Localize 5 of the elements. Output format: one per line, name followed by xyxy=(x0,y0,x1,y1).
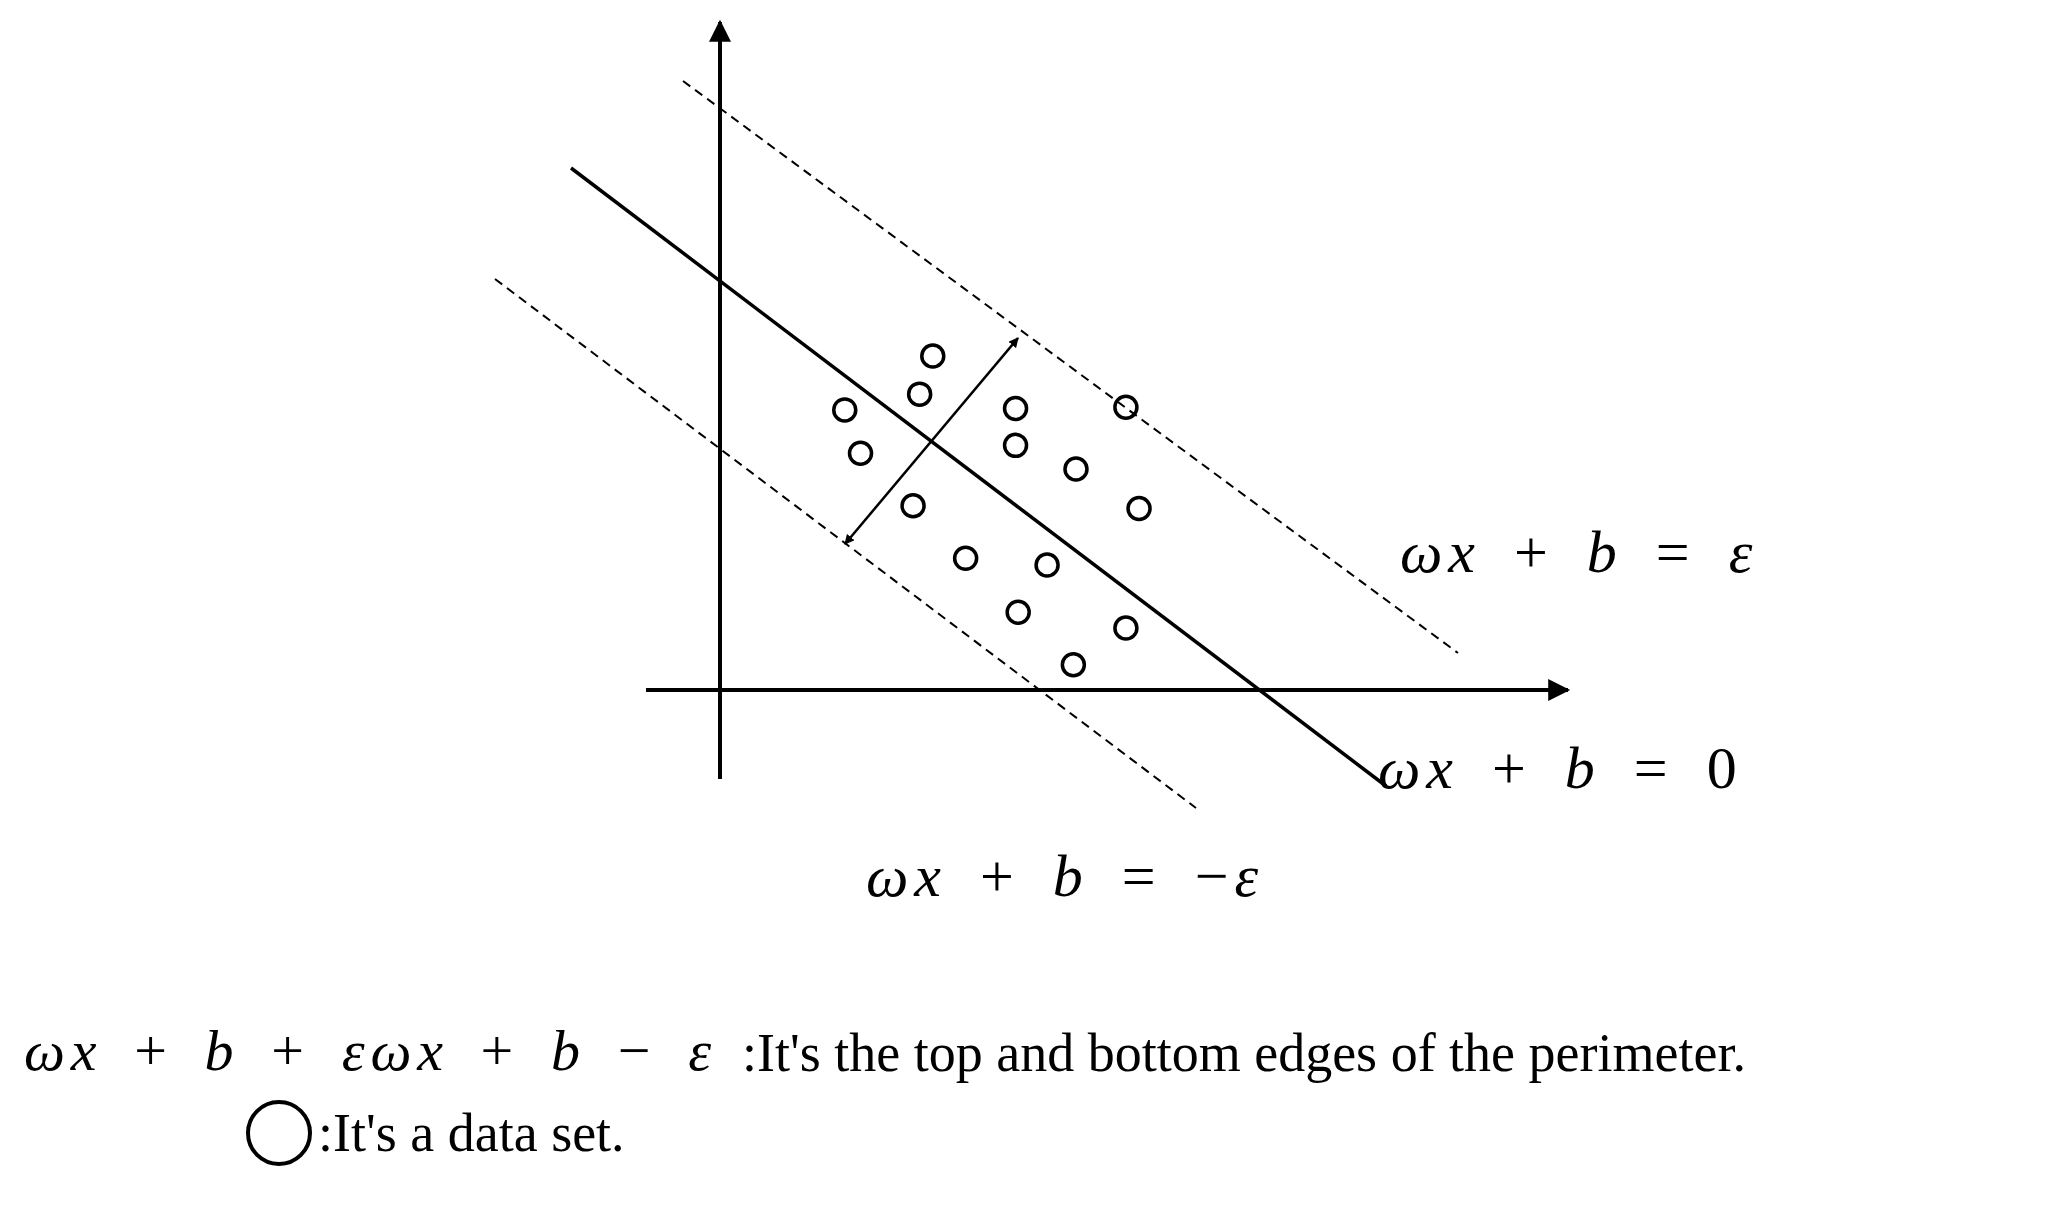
equation-label: ωx + b = ε xyxy=(1400,522,1759,582)
equation-label: ωx + b = −ε xyxy=(866,846,1265,906)
equation-label: ωx + b + εωx + b − ε xyxy=(24,1022,717,1080)
equation-label: ωx + b = 0 xyxy=(1378,738,1743,798)
legend-text: :It's a data set. xyxy=(318,1106,625,1160)
